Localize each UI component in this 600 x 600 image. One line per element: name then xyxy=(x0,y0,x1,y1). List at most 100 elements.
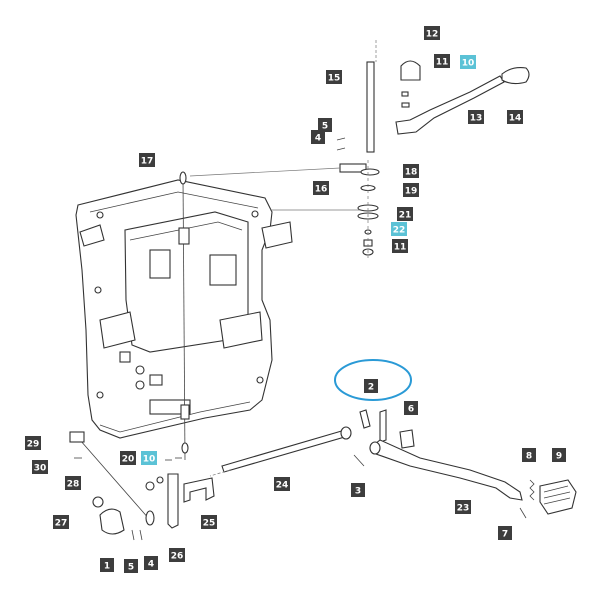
callout-c13: 13 xyxy=(468,110,484,124)
callout-box xyxy=(201,515,217,529)
callout-number: 2 xyxy=(368,383,374,393)
mounting-plate xyxy=(75,179,293,439)
callout-c10b: 10 xyxy=(141,451,157,465)
callout-c9: 9 xyxy=(552,448,566,462)
control-cable xyxy=(178,171,190,461)
callout-c14: 14 xyxy=(507,110,523,124)
callout-number: 23 xyxy=(457,504,470,514)
callout-c16: 16 xyxy=(313,181,329,195)
callout-c8: 8 xyxy=(522,448,536,462)
callout-c20: 20 xyxy=(120,451,136,465)
callout-c17: 17 xyxy=(139,153,155,167)
callout-box xyxy=(318,118,332,132)
callout-c5b: 5 xyxy=(124,559,138,573)
callout-box xyxy=(434,54,450,68)
callout-box xyxy=(351,483,365,497)
callout-box xyxy=(522,448,536,462)
callout-number: 20 xyxy=(122,455,135,465)
callout-c27: 27 xyxy=(53,515,69,529)
callout-box xyxy=(25,436,41,450)
callout-box xyxy=(460,55,476,69)
callout-number: 24 xyxy=(276,481,289,491)
callout-number: 11 xyxy=(394,243,407,253)
callout-number: 4 xyxy=(148,560,154,570)
callout-box xyxy=(424,26,440,40)
callout-c4a: 4 xyxy=(311,130,325,144)
callout-c28: 28 xyxy=(65,476,81,490)
callout-box xyxy=(53,515,69,529)
callout-c10a: 10 xyxy=(460,55,476,69)
callout-number: 14 xyxy=(509,114,522,124)
callout-box xyxy=(403,183,419,197)
callout-number: 26 xyxy=(171,552,184,562)
callout-number: 10 xyxy=(143,455,156,465)
callout-number: 1 xyxy=(104,562,110,572)
callout-number: 16 xyxy=(315,185,328,195)
callout-number: 29 xyxy=(27,440,40,450)
callout-c30: 30 xyxy=(32,460,48,474)
bracket-26 xyxy=(167,473,179,529)
callout-box xyxy=(65,476,81,490)
shaft-24 xyxy=(209,426,352,477)
bracket-25 xyxy=(183,477,215,503)
callout-c19: 19 xyxy=(403,183,419,197)
callout-box xyxy=(392,239,408,253)
callout-box xyxy=(124,559,138,573)
callout-number: 25 xyxy=(203,519,216,529)
callout-number: 27 xyxy=(55,519,68,529)
callout-c15: 15 xyxy=(326,70,342,84)
callout-number: 3 xyxy=(355,487,361,497)
callout-number: 5 xyxy=(322,122,328,132)
callout-c6: 6 xyxy=(404,401,418,415)
callout-box xyxy=(498,526,512,540)
callout-box xyxy=(455,500,471,514)
callout-box xyxy=(274,477,290,491)
callout-number: 17 xyxy=(141,157,154,167)
callout-number: 9 xyxy=(556,452,562,462)
callout-box xyxy=(403,164,419,178)
lower-left-linkage xyxy=(69,431,155,541)
callout-c18: 18 xyxy=(403,164,419,178)
callout-c11b: 11 xyxy=(392,239,408,253)
callout-box xyxy=(144,556,158,570)
callout-number: 11 xyxy=(436,58,449,68)
callout-box xyxy=(552,448,566,462)
callout-number: 30 xyxy=(34,464,47,474)
callout-box xyxy=(141,451,157,465)
callout-number: 7 xyxy=(502,530,508,540)
callout-c2: 2 xyxy=(364,379,378,393)
callout-c23: 23 xyxy=(455,500,471,514)
callout-number: 15 xyxy=(328,74,341,84)
callout-number: 18 xyxy=(405,168,418,178)
callout-number: 22 xyxy=(393,226,406,236)
callout-box xyxy=(32,460,48,474)
callout-box xyxy=(404,401,418,415)
lever-assembly xyxy=(189,40,530,258)
callout-c5a: 5 xyxy=(318,118,332,132)
callout-number: 21 xyxy=(399,211,412,221)
pedal-assembly xyxy=(353,409,577,519)
callout-box xyxy=(507,110,523,124)
callout-box xyxy=(397,207,413,221)
callout-c7: 7 xyxy=(498,526,512,540)
callout-number: 4 xyxy=(315,134,321,144)
callout-box xyxy=(100,558,114,572)
callout-box xyxy=(468,110,484,124)
callout-number: 19 xyxy=(405,187,418,197)
callout-number: 28 xyxy=(67,480,80,490)
callout-c26: 26 xyxy=(169,548,185,562)
callout-box xyxy=(326,70,342,84)
callout-c21: 21 xyxy=(397,207,413,221)
callout-c1: 1 xyxy=(100,558,114,572)
callout-box xyxy=(364,379,378,393)
callout-c24: 24 xyxy=(274,477,290,491)
callout-c29: 29 xyxy=(25,436,41,450)
callout-c4b: 4 xyxy=(144,556,158,570)
callout-number: 13 xyxy=(470,114,483,124)
callout-c11a: 11 xyxy=(434,54,450,68)
callout-box xyxy=(313,181,329,195)
callout-box xyxy=(391,222,407,236)
callout-box xyxy=(311,130,325,144)
